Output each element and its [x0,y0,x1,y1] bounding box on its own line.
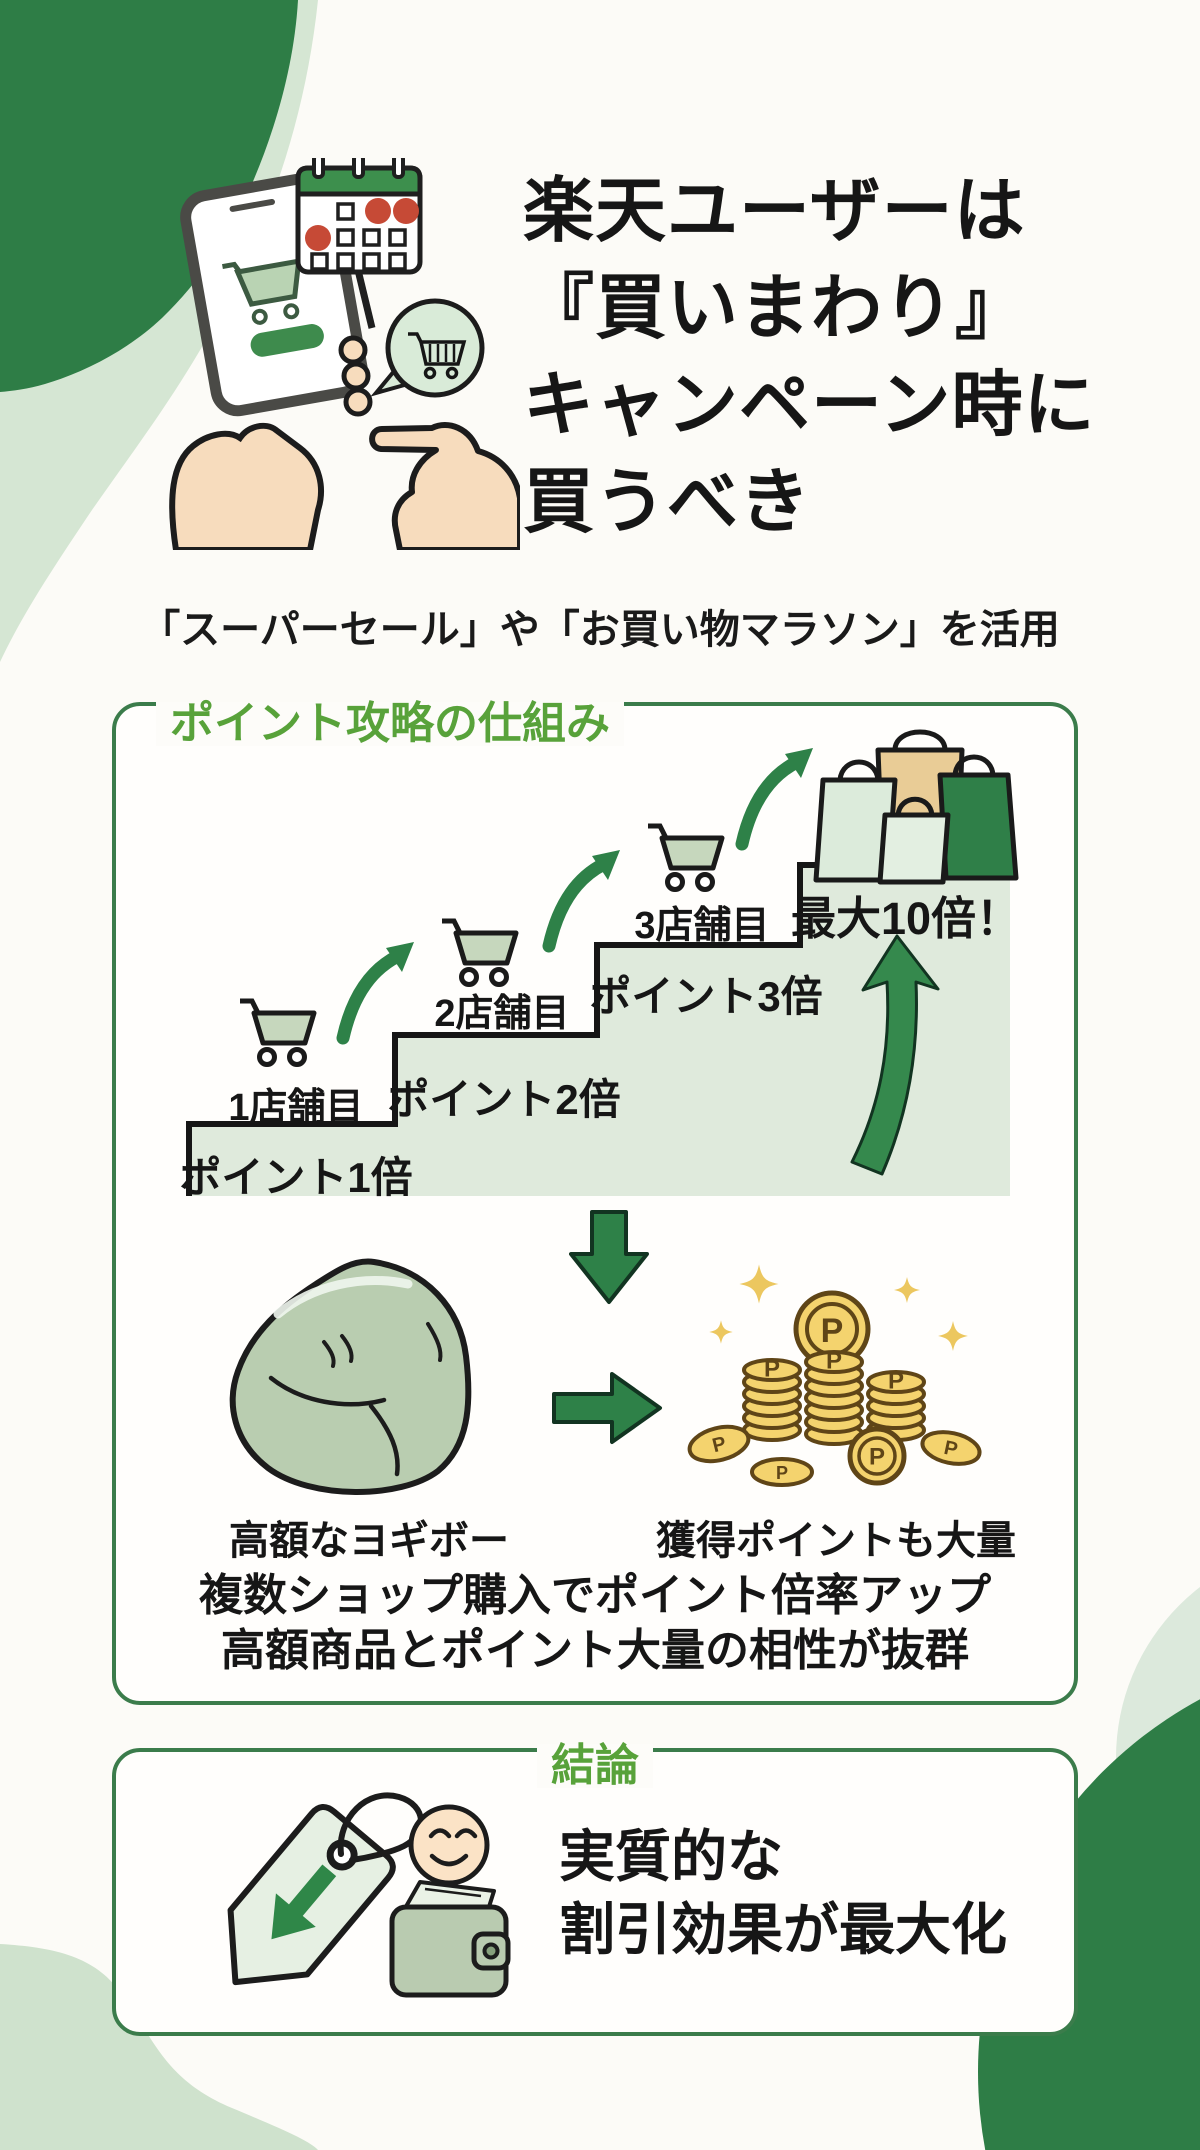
svg-text:P: P [888,1368,904,1395]
shopping-bags-icon [813,729,1019,885]
mint-blob-bottom-left [0,1944,318,2150]
discount-down-arrow [271,1864,337,1940]
screen-button [250,324,324,357]
curved-up-arrow-icon [735,748,813,851]
svg-text:P: P [710,1433,728,1458]
conclusion-line: 実質的な [559,1825,783,1888]
conclusion-box-title: 結論 [537,1744,653,1788]
title-line: 『買いまわり』 [523,269,1028,348]
page-title: 楽天ユーザーは 『買いまわり』 キャンペーン時に 買うべき [523,163,1095,551]
dark-green-blob-top-left [0,0,298,392]
svg-text:P: P [776,1463,788,1483]
shopping-cart-icon [240,1001,314,1065]
staircase-outline [186,862,1010,1196]
up-arrow-icon [850,934,940,1176]
curved-up-arrow-icon [336,942,414,1045]
mechanism-box: ポイント攻略の仕組み [112,702,1078,1705]
right-arrow-icon [552,1372,662,1444]
svg-text:P: P [826,1348,842,1375]
bean-bag-icon [229,1258,472,1495]
curved-up-arrow-icon [542,850,620,953]
step-store-label-1: 1店舗目 [228,1087,364,1129]
marked-date [305,225,331,251]
price-tag-icon [227,1804,396,1986]
header-illustration [169,158,520,550]
step-store-label-2: 2店舗目 [434,993,570,1035]
mechanism-summary: 複数ショップ購入でポイント倍率アップ 高額商品とポイント大量の相性が抜群 [116,1568,1074,1678]
max-rate-label: 最大10倍！ [790,893,1022,944]
hands-icon [169,335,520,550]
shopping-cart-icon [648,826,722,890]
svg-text:P: P [821,1312,844,1350]
title-line: 買うべき [523,463,812,542]
smiley-face-icon [408,1804,490,1886]
calendar-icon [295,158,423,329]
dark-green-circle-bottom-right [978,1699,1200,2150]
shopping-cart-icon [442,921,516,985]
points-staircase-diagram [186,729,1019,1196]
summary-line: 高額商品とポイント大量の相性が抜群 [221,1626,969,1675]
step-rate-label-2: ポイント2倍 [387,1076,621,1123]
conclusion-box: 結論 実質的な [112,1744,1078,2036]
down-arrow-icon [569,1210,649,1304]
title-line: キャンペーン時に [523,366,1096,445]
screen-cart-icon [222,258,302,325]
marked-date [393,198,419,224]
point-coin: P [687,1424,751,1464]
step-rate-label-3: ポイント3倍 [589,973,823,1020]
svg-text:P: P [869,1444,885,1471]
point-coin: P [920,1430,982,1466]
tag-string [337,1792,424,1863]
point-coin: P [750,1457,814,1487]
summary-line: 複数ショップ購入でポイント倍率アップ [199,1571,991,1620]
step-rate-label-1: ポイント1倍 [179,1154,413,1201]
point-coins-icon: P P P P P P P [687,1264,982,1487]
points-gained-label: 獲得ポイントも大量 [656,1519,1016,1563]
cart-speech-bubble-icon [370,298,485,398]
conclusion-text: 実質的な 割引効果が最大化 [559,1820,1007,1966]
wallet-icon [389,1880,511,1998]
svg-text:P: P [764,1356,780,1383]
cart-glyph [408,332,467,380]
svg-text:P: P [942,1437,960,1461]
step-store-label-3: 3店舗目 [634,905,770,947]
point-coin: P [847,1426,907,1486]
title-line: 楽天ユーザーは [523,172,1026,251]
conclusion-line: 割引効果が最大化 [559,1898,1007,1961]
marked-date [365,198,391,224]
mechanism-box-title: ポイント攻略の仕組み [156,702,624,746]
subtitle: 「スーパーセール」や「お買い物マラソン」を活用 [140,608,1060,652]
conclusion-illustration [227,1792,511,1998]
yogibo-label: 高額なヨギボー [229,1519,509,1563]
